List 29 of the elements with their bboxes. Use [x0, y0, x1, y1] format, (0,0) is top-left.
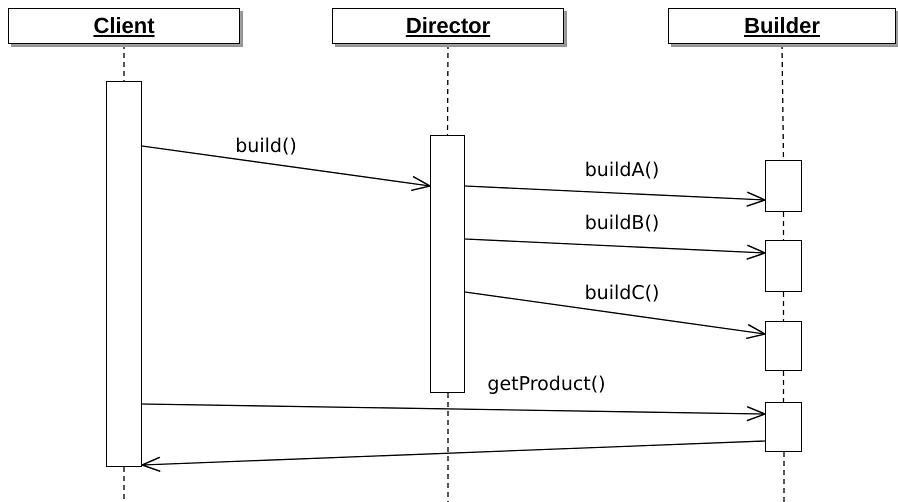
message-arrow	[142, 403, 766, 422]
message-label: buildB()	[584, 212, 660, 234]
activation-bar	[765, 402, 802, 452]
message-label: buildC()	[584, 282, 660, 304]
activation-bar	[106, 81, 142, 467]
message-arrow	[464, 185, 766, 207]
message-arrow	[142, 145, 431, 192]
message-arrow	[464, 238, 766, 260]
activation-bar	[765, 321, 802, 371]
message-label: getProduct()	[487, 373, 606, 395]
activation-bar	[430, 135, 465, 393]
message-label: build()	[235, 135, 297, 157]
participant-name: Director	[406, 13, 490, 39]
lifeline-header	[332, 8, 564, 44]
lifeline-header	[668, 8, 896, 44]
message-label: buildA()	[584, 159, 660, 181]
lifeline	[781, 44, 784, 160]
lifeline	[123, 44, 125, 81]
participant-name: Client	[93, 13, 155, 39]
message-arrow	[141, 440, 766, 472]
participant-name: Builder	[744, 13, 820, 39]
activation-bar	[765, 240, 802, 292]
message-arrow	[464, 291, 766, 340]
activation-bar	[765, 160, 802, 212]
lifeline	[446, 44, 449, 135]
lifeline	[782, 371, 784, 402]
lifeline-header	[8, 8, 240, 44]
lifeline	[782, 292, 784, 321]
lifeline	[782, 212, 784, 240]
